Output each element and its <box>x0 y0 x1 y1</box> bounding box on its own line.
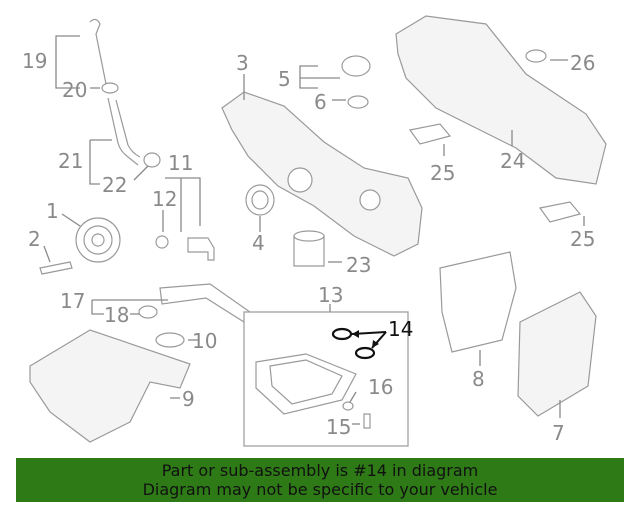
oil-pickup-group <box>91 283 251 348</box>
seal-14-a <box>331 327 353 341</box>
leader-19 <box>55 35 80 89</box>
callout-26: 26 <box>570 51 595 75</box>
drain-plug <box>363 413 371 429</box>
leader-21 <box>89 140 100 185</box>
sensor-oring <box>155 235 169 249</box>
callout-25-right: 25 <box>570 227 595 251</box>
callout-5: 5 <box>278 67 291 91</box>
callout-18: 18 <box>104 303 129 327</box>
callout-12: 12 <box>152 187 177 211</box>
timing-cover-group <box>221 74 423 257</box>
seal-14-b <box>354 346 376 360</box>
sensor <box>187 237 215 261</box>
banner-line-1: Part or sub-assembly is #14 in diagram <box>161 461 479 480</box>
cap-gasket <box>347 95 369 109</box>
oil-pan-upper-group <box>29 329 191 443</box>
callout-3: 3 <box>236 51 249 75</box>
sensor-group <box>155 177 215 261</box>
callout-10: 10 <box>192 329 217 353</box>
callout-17: 17 <box>60 289 85 313</box>
dipstick-tube <box>107 97 139 166</box>
pulley-bolt <box>39 261 73 275</box>
drain-gasket <box>342 401 354 411</box>
callout-6: 6 <box>314 90 327 114</box>
oil-pan-seal <box>155 332 185 348</box>
tube-seal <box>143 152 161 168</box>
callout-20: 20 <box>62 78 87 102</box>
crank-pulley-group <box>39 213 121 275</box>
upper-oil-pan <box>29 329 191 443</box>
callout-13: 13 <box>318 283 343 307</box>
oil-filter-group <box>293 230 342 267</box>
filler-cap-group <box>299 55 371 109</box>
cover-gasket <box>439 251 517 353</box>
dipstick-group <box>55 18 161 185</box>
oil-filler-cap <box>341 55 371 77</box>
leader-22 <box>133 165 149 181</box>
callout-24: 24 <box>500 149 525 173</box>
manifold-gasket-right <box>538 201 582 223</box>
callout-21: 21 <box>58 149 83 173</box>
leader-17 <box>91 300 104 315</box>
side-cover-group <box>517 291 597 418</box>
callout-11: 11 <box>168 151 193 175</box>
notice-banner: Part or sub-assembly is #14 in diagram D… <box>16 458 624 502</box>
timing-cover <box>221 91 423 257</box>
callout-7: 7 <box>552 421 565 445</box>
callout-2: 2 <box>28 227 41 251</box>
dipstick-oring <box>101 82 119 94</box>
callout-4: 4 <box>252 231 265 255</box>
leader-5 <box>299 65 318 89</box>
manifold-gasket-left <box>408 123 452 145</box>
callout-1: 1 <box>46 199 59 223</box>
dipstick <box>89 18 107 85</box>
oil-pickup-pipe <box>159 283 251 323</box>
callout-9: 9 <box>182 387 195 411</box>
callout-8: 8 <box>472 367 485 391</box>
highlighted-part-14 <box>331 327 387 360</box>
leader-11 <box>165 177 201 226</box>
callout-16: 16 <box>368 375 393 399</box>
callout-25-left: 25 <box>430 161 455 185</box>
callout-15: 15 <box>326 415 351 439</box>
banner-line-2: Diagram may not be specific to your vehi… <box>142 480 498 499</box>
leader-16 <box>349 391 357 403</box>
subassembly-13 <box>243 304 409 447</box>
intake-manifold <box>395 15 607 185</box>
manifold-seal <box>525 49 547 63</box>
callout-23: 23 <box>346 253 371 277</box>
gasket-8-group <box>439 251 517 366</box>
callout-19: 19 <box>22 49 47 73</box>
side-cover <box>517 291 597 417</box>
callout-22: 22 <box>102 173 127 197</box>
exploded-parts-diagram: 19 20 21 22 1 2 11 12 3 4 <box>22 15 607 447</box>
callout-14: 14 <box>388 317 413 341</box>
pickup-oring <box>138 305 158 319</box>
dipstick-tube-inner <box>115 99 141 158</box>
intake-manifold-group <box>395 15 607 226</box>
